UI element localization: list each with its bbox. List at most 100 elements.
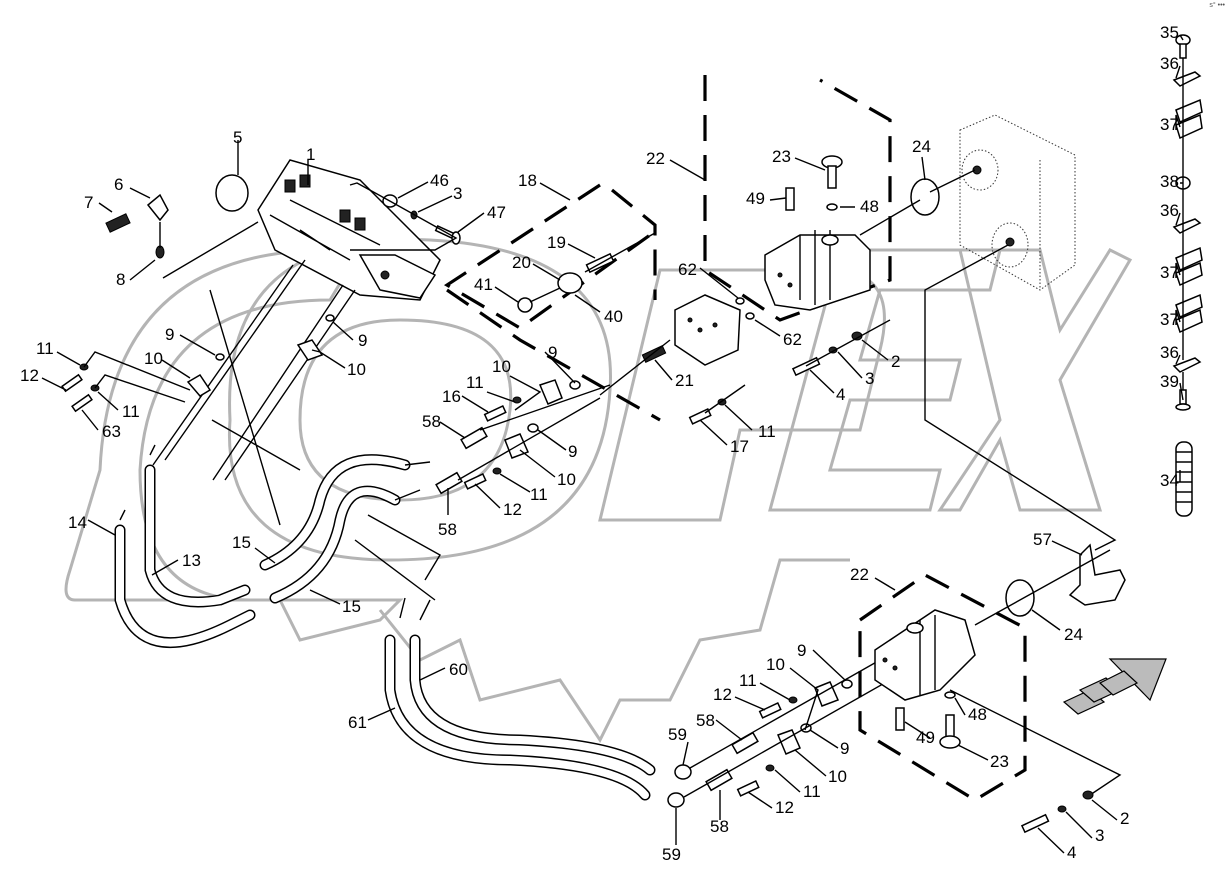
valve-block[interactable] <box>674 294 741 366</box>
washer-3b[interactable] <box>828 346 838 354</box>
callout-23: 23 <box>772 147 791 166</box>
travel-direction-arrow <box>1062 658 1167 715</box>
callout-12: 12 <box>713 685 732 704</box>
o-ring-62a[interactable] <box>735 297 745 305</box>
cap-41[interactable] <box>517 297 533 313</box>
hose-61[interactable] <box>384 634 651 801</box>
plug-23[interactable] <box>821 155 843 189</box>
bolt-12a[interactable] <box>61 373 83 393</box>
callout-61: 61 <box>348 713 367 732</box>
o-ring-9c[interactable] <box>569 380 581 390</box>
plug-23b[interactable] <box>939 714 961 749</box>
corner-mark: s° ••• <box>1209 2 1225 9</box>
callout-9: 9 <box>165 325 174 344</box>
callout-40: 40 <box>604 307 623 326</box>
o-ring-9e[interactable] <box>841 679 853 689</box>
bolt-16[interactable] <box>483 405 507 422</box>
o-ring-9b[interactable] <box>325 314 335 322</box>
washer-11f[interactable] <box>788 696 798 704</box>
clamp-37-mid[interactable] <box>1175 246 1203 287</box>
callout-11: 11 <box>122 402 140 421</box>
callout-36: 36 <box>1160 343 1179 362</box>
hydraulic-motor-lower[interactable] <box>874 609 976 701</box>
callout-11: 11 <box>36 339 54 358</box>
callout-59: 59 <box>668 725 687 744</box>
callout-13: 13 <box>182 551 201 570</box>
fitting-21[interactable] <box>641 345 667 363</box>
gearbox-housing <box>959 114 1076 291</box>
adapter-58d[interactable] <box>705 768 733 792</box>
elbow-fitting-6[interactable] <box>146 193 169 222</box>
callout-16: 16 <box>442 387 461 406</box>
hydraulic-motor-upper[interactable] <box>764 230 871 311</box>
callout-35: 35 <box>1160 23 1179 42</box>
hose-60[interactable] <box>409 634 656 776</box>
callout-49: 49 <box>746 189 765 208</box>
adapter-58a[interactable] <box>460 426 488 450</box>
callout-10: 10 <box>828 767 847 786</box>
bleed-screw-49b[interactable] <box>895 707 905 731</box>
callout-36: 36 <box>1160 201 1179 220</box>
clamp-10-mid[interactable] <box>296 339 324 361</box>
callout-8: 8 <box>116 270 125 289</box>
o-ring-9d[interactable] <box>527 423 539 433</box>
washer-11g[interactable] <box>765 764 775 772</box>
callout-58: 58 <box>422 412 441 431</box>
hose-15-lower[interactable] <box>269 485 401 604</box>
bleed-screw-49[interactable] <box>785 187 795 211</box>
washer-11e[interactable] <box>492 467 502 475</box>
callout-24: 24 <box>1064 625 1083 644</box>
callout-39: 39 <box>1160 372 1179 391</box>
callout-48: 48 <box>860 197 879 216</box>
callout-10: 10 <box>347 360 366 379</box>
callout-11: 11 <box>803 782 821 801</box>
callout-11: 11 <box>739 671 757 690</box>
o-ring-9a[interactable] <box>215 353 225 361</box>
o-ring-5[interactable] <box>215 174 249 212</box>
leader-lines <box>41 34 1184 854</box>
sleeve-20[interactable] <box>557 272 583 294</box>
callout-11: 11 <box>466 373 484 392</box>
washer-2b[interactable] <box>1082 790 1094 800</box>
callout-41: 41 <box>474 275 493 294</box>
spiral-guard-34[interactable] <box>1175 441 1193 517</box>
clamp-37-low[interactable] <box>1175 293 1203 334</box>
hose-13[interactable] <box>144 464 251 608</box>
callout-14: 14 <box>68 513 87 532</box>
clamp-37-top[interactable] <box>1175 98 1203 140</box>
callout-46: 46 <box>430 171 449 190</box>
callout-4: 4 <box>1067 843 1076 862</box>
washer-3c[interactable] <box>1057 805 1067 813</box>
adapter-58b[interactable] <box>435 471 463 495</box>
callout-22: 22 <box>646 149 665 168</box>
callout-19: 19 <box>547 233 566 252</box>
hose-15-upper[interactable] <box>259 454 411 571</box>
o-ring-24-upper[interactable] <box>910 178 940 216</box>
o-ring-24-lower[interactable] <box>1005 579 1035 617</box>
callout-37: 37 <box>1160 263 1179 282</box>
fitting-7[interactable] <box>105 213 131 233</box>
bolt-12c[interactable] <box>758 702 782 719</box>
clamp-10-left[interactable] <box>186 373 212 397</box>
elbow-59b[interactable] <box>667 792 685 808</box>
callout-62: 62 <box>678 260 697 279</box>
bolt-12b[interactable] <box>463 473 487 490</box>
callout-21: 21 <box>675 371 694 390</box>
elbow-59a[interactable] <box>674 764 692 780</box>
hose-14[interactable] <box>114 524 256 649</box>
bolt-12d[interactable] <box>736 780 760 797</box>
clamp-10e[interactable] <box>814 681 840 707</box>
o-ring-48b[interactable] <box>944 691 956 699</box>
plate-36-top[interactable] <box>1172 71 1202 87</box>
bolt-63[interactable] <box>71 393 93 413</box>
clamp-10f[interactable] <box>777 729 801 755</box>
plate-36-mid[interactable] <box>1172 218 1202 234</box>
plate-36-low[interactable] <box>1172 357 1202 373</box>
clamp-10c[interactable] <box>538 379 563 405</box>
bolt-4b[interactable] <box>1020 813 1050 834</box>
o-ring-48[interactable] <box>826 203 838 211</box>
callout-9: 9 <box>358 331 367 350</box>
o-ring-62b[interactable] <box>745 312 755 320</box>
main-pump-assembly[interactable] <box>257 159 441 301</box>
